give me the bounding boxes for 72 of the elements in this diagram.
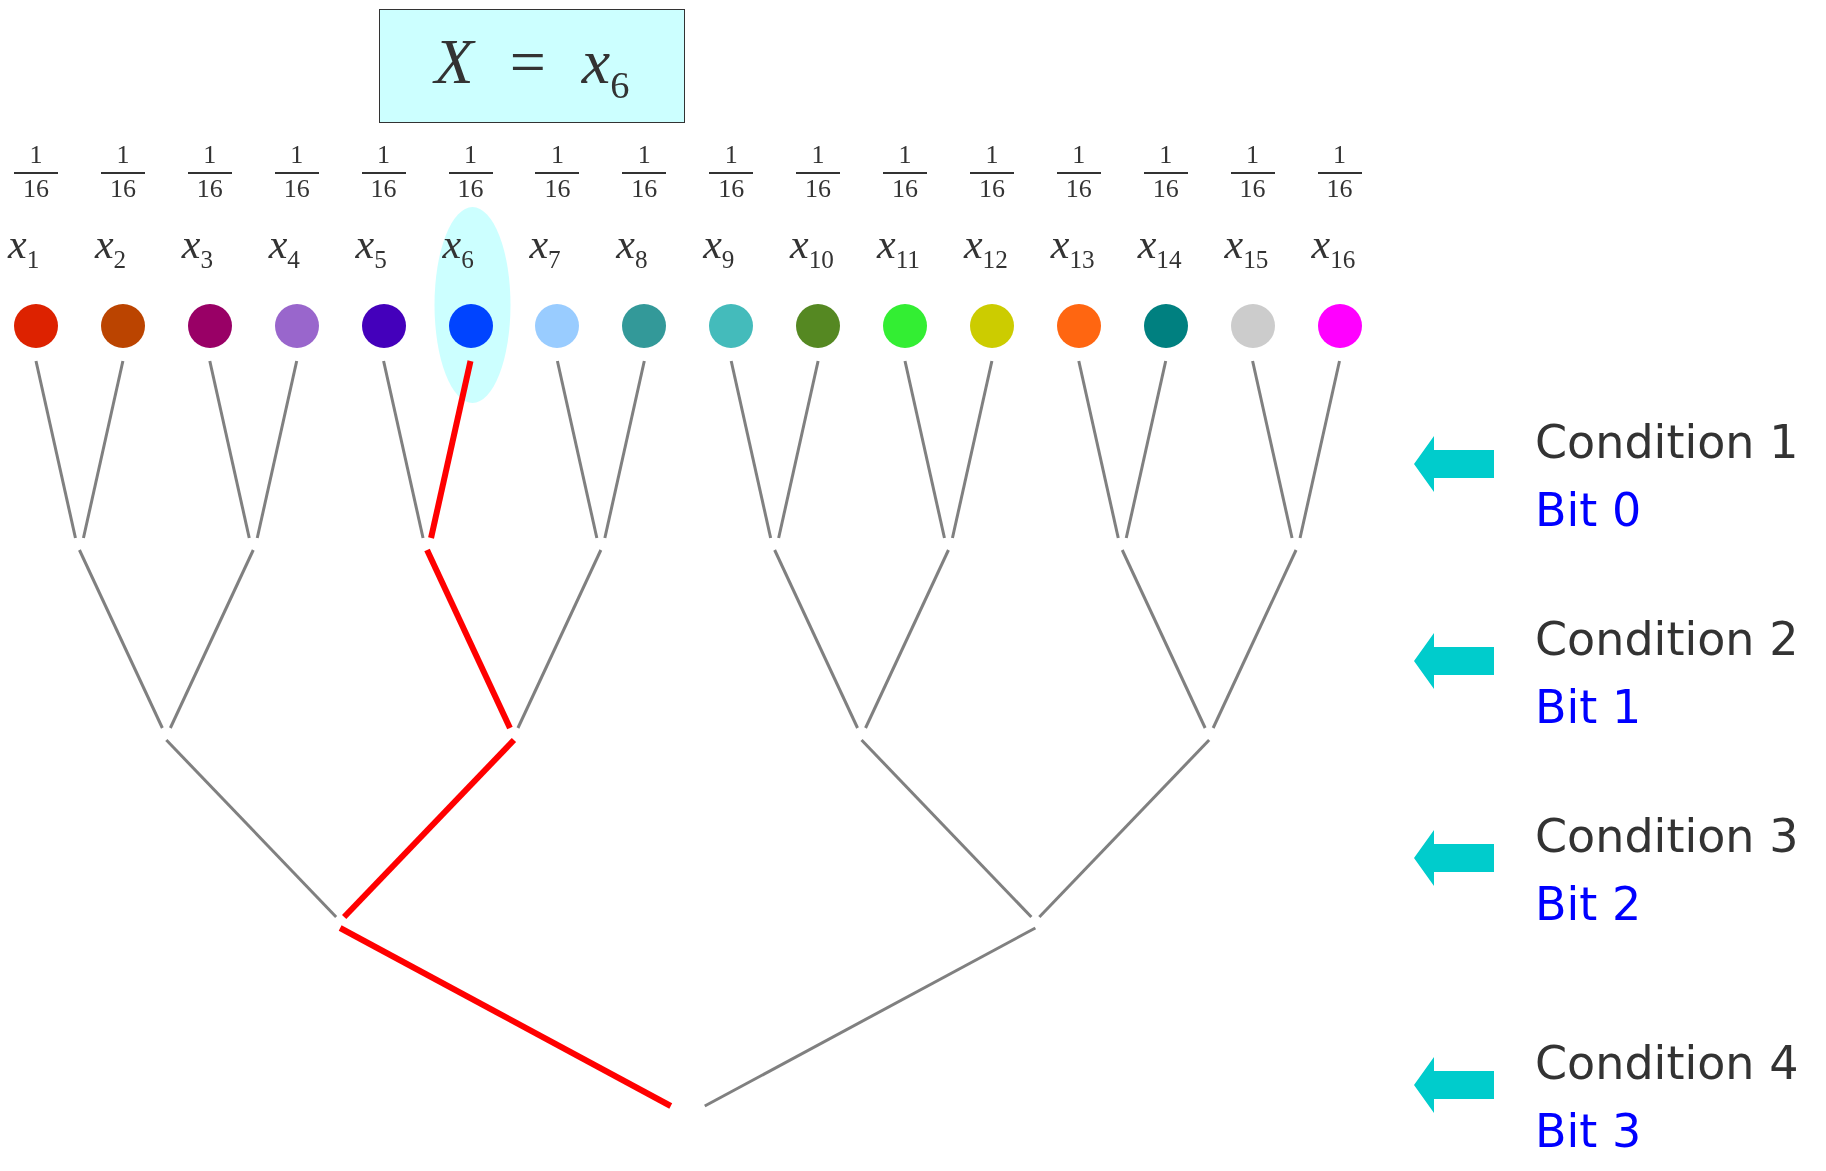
- fraction-numerator: 1: [289, 140, 305, 170]
- fraction-numerator: 1: [723, 140, 739, 170]
- leaf-circle: [622, 304, 667, 348]
- fraction-denominator: 16: [1230, 172, 1275, 204]
- fraction-numerator: 1: [897, 140, 913, 170]
- leaf-circle: [14, 304, 58, 348]
- fraction-denominator: 16: [14, 172, 58, 204]
- fraction-numerator: 1: [1332, 140, 1347, 170]
- leaf-circle: [709, 304, 754, 348]
- variable-label: x$_{16}$: [1311, 220, 1356, 275]
- fraction-numerator: 1: [376, 140, 392, 170]
- variable-label: x$_{3}$: [181, 220, 214, 275]
- leaf-circle: [1056, 304, 1101, 348]
- leaf-circle: [100, 304, 145, 348]
- formula-box: X = x$_{6}$: [379, 9, 685, 123]
- fraction-numerator: 1: [28, 140, 44, 170]
- leaf-circle: [274, 304, 319, 348]
- fraction-numerator: 1: [810, 140, 826, 170]
- leaf-circle: [1143, 304, 1188, 348]
- condition-label: Condition 1: [1535, 415, 1799, 469]
- leaf-circle: [361, 304, 406, 348]
- leaf-circle: [883, 304, 927, 348]
- variable-label: x$_{8}$: [616, 220, 648, 275]
- variable-label: x$_{10}$: [790, 220, 834, 275]
- fraction-denominator: 16: [622, 172, 667, 204]
- condition-label: Condition 2: [1535, 612, 1799, 666]
- variable-label: x$_{6}$: [442, 220, 474, 275]
- condition-label: Condition 4: [1535, 1036, 1799, 1090]
- fraction-numerator: 1: [1071, 140, 1087, 170]
- variable-label: x$_{7}$: [529, 220, 561, 275]
- variable-label: x$_{15}$: [1224, 220, 1269, 275]
- variable-label: x$_{2}$: [94, 220, 127, 275]
- fraction-denominator: 16: [1317, 172, 1362, 204]
- fraction-numerator: 1: [1158, 140, 1174, 170]
- leaf-circle: [187, 304, 232, 348]
- condition-label: Condition 3: [1535, 809, 1799, 863]
- fraction-denominator: 16: [448, 172, 493, 204]
- fraction-numerator: 1: [549, 140, 565, 170]
- bit-label: Bit 3: [1535, 1104, 1642, 1158]
- fraction-numerator: 1: [984, 140, 1000, 170]
- fraction-numerator: 1: [636, 140, 652, 170]
- variable-label: x$_{9}$: [703, 220, 735, 275]
- fraction-denominator: 16: [883, 172, 927, 204]
- variable-label: x$_{13}$: [1050, 220, 1095, 275]
- variable-label: x$_{12}$: [963, 220, 1008, 275]
- fraction-numerator: 1: [202, 140, 218, 170]
- fraction-denominator: 16: [274, 172, 319, 204]
- variable-label: x$_{11}$: [877, 220, 920, 275]
- leaf-circle: [1230, 304, 1275, 348]
- fraction-denominator: 16: [361, 172, 406, 204]
- fraction-numerator: 1: [1245, 140, 1261, 170]
- bit-label: Bit 1: [1535, 680, 1642, 734]
- variable-label: x$_{14}$: [1137, 220, 1182, 275]
- fraction-denominator: 16: [1143, 172, 1188, 204]
- variable-label: x$_{1}$: [8, 220, 40, 275]
- variable-label: x$_{4}$: [268, 220, 300, 275]
- leaf-circle: [535, 304, 580, 348]
- fraction-denominator: 16: [709, 172, 754, 204]
- leaf-circle: [796, 304, 841, 348]
- bit-label: Bit 2: [1535, 877, 1642, 931]
- bit-label: Bit 0: [1535, 483, 1642, 537]
- leaf-circle: [969, 304, 1014, 348]
- fraction-numerator: 1: [115, 140, 131, 170]
- fraction-denominator: 16: [100, 172, 145, 204]
- fraction-denominator: 16: [969, 172, 1014, 204]
- leaf-circle: [1317, 304, 1362, 348]
- fraction-denominator: 16: [1056, 172, 1101, 204]
- fraction-denominator: 16: [796, 172, 841, 204]
- fraction-denominator: 16: [535, 172, 580, 204]
- variable-label: x$_{5}$: [355, 220, 387, 275]
- fraction-numerator: 1: [463, 140, 478, 170]
- fraction-denominator: 16: [187, 172, 232, 204]
